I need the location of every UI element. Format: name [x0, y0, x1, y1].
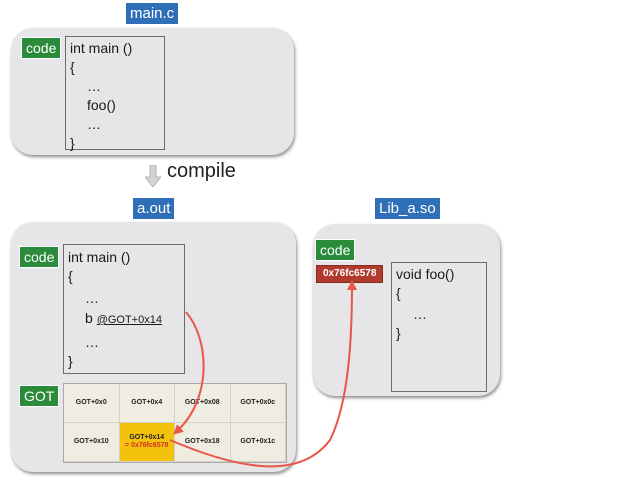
- code-line: }: [68, 353, 73, 369]
- code-line: int main (): [68, 249, 131, 265]
- got-to-lib-arrow: [169, 280, 357, 468]
- got-cell: GOT+0x18: [175, 423, 231, 462]
- code-line: {: [396, 285, 401, 301]
- got-cell: GOT+0x4: [119, 384, 175, 423]
- got-tag: GOT: [19, 385, 60, 407]
- lib-a-so-panel: code void foo() { … }: [313, 224, 500, 396]
- got-cell-highlighted: GOT+0x14 = 0x76fc6578: [119, 423, 175, 462]
- a-out-code-tag: code: [19, 246, 60, 268]
- main-c-code-box: int main () { … foo() … }: [65, 36, 165, 151]
- got-cell: GOT+0x10: [64, 423, 120, 462]
- code-line: }: [70, 135, 75, 151]
- lib-a-so-code-box: void foo() { … }: [391, 262, 487, 392]
- code-line: …: [85, 334, 99, 350]
- code-line: {: [70, 59, 75, 75]
- compile-label: compile: [167, 160, 236, 182]
- code-line: …: [87, 116, 101, 132]
- main-c-code-tag: code: [21, 37, 62, 59]
- code-line: …: [87, 78, 101, 94]
- code-line: foo(): [87, 97, 116, 113]
- lib-a-so-title: Lib_a.so: [375, 198, 440, 219]
- code-line: …: [85, 290, 99, 306]
- code-line: …: [413, 306, 427, 322]
- branch-op: b: [85, 310, 93, 326]
- got-cell-value: = 0x76fc6578: [125, 442, 169, 449]
- code-line: }: [396, 325, 401, 341]
- main-c-title: main.c: [126, 3, 179, 24]
- got-cell-label: GOT+0x14: [129, 434, 165, 441]
- lib-a-so-code-tag: code: [315, 239, 356, 261]
- got-reference: @GOT+0x14: [96, 314, 162, 326]
- main-c-panel: code int main () { … foo() … }: [11, 28, 294, 155]
- code-line: {: [68, 268, 73, 284]
- code-line: void foo(): [396, 266, 455, 282]
- code-line: int main (): [70, 40, 133, 56]
- got-cell: GOT+0x0: [64, 384, 120, 423]
- branch-to-got-arrow: [173, 311, 205, 435]
- a-out-code-box: int main () { … b @GOT+0x14 … }: [63, 244, 185, 374]
- down-arrow-icon: [145, 165, 161, 187]
- code-line: b @GOT+0x14: [68, 309, 184, 330]
- got-cell: GOT+0x0c: [230, 384, 286, 423]
- got-cell: GOT+0x1c: [230, 423, 286, 462]
- a-out-title: a.out: [133, 198, 175, 219]
- got-cell: GOT+0x08: [175, 384, 231, 423]
- got-table: GOT+0x0 GOT+0x4 GOT+0x08 GOT+0x0c GOT+0x…: [63, 383, 287, 463]
